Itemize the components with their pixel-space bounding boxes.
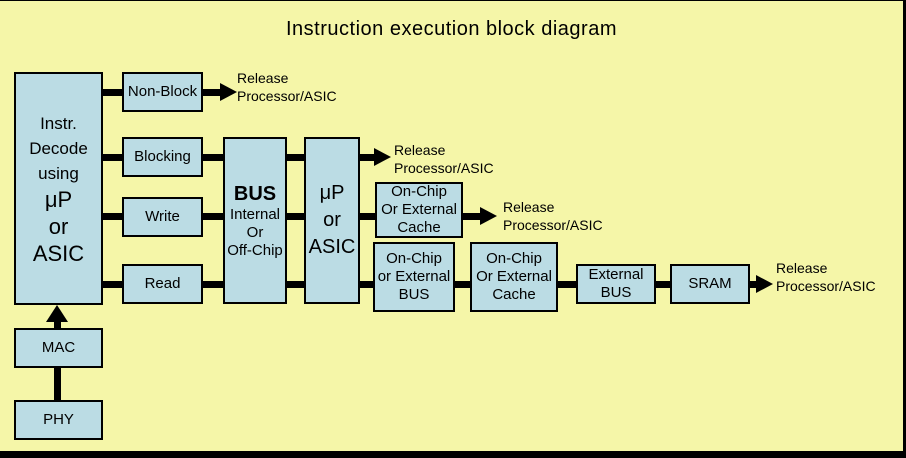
diagram-title: Instruction execution block diagram [286,18,617,40]
decode-box-line: ASIC [32,240,85,266]
connector-line [285,213,306,220]
connector-line [103,89,122,96]
cache-bottom-box: On-Chip Or External Cache [470,242,558,312]
decode-box-line: μP [44,186,73,212]
bus-box-title: BUS [233,182,277,205]
connector-line [203,89,223,96]
decode-box-line: using [38,163,79,183]
connector-line [203,154,225,161]
connector-line [285,154,306,161]
connector-line [654,281,672,288]
connector-line [203,213,225,220]
mac-box: MAC [14,328,103,368]
connector-line [203,281,225,288]
connector-line [103,154,122,161]
microprocessor-box: μP or ASIC [304,137,360,304]
release-label-1: Release Processor/ASIC [237,70,337,104]
connector-line [358,213,377,220]
blocking-box: Blocking [122,137,203,177]
connector-line [54,368,61,400]
bus-box: BUS Internal Or Off-Chip [223,137,287,304]
cache-top-box: On-Chip Or External Cache [375,182,463,238]
bus-box-subtitle: Internal Or Off-Chip [227,205,283,259]
sram-box: SRAM [670,264,750,304]
connector-line [453,281,472,288]
connector-line [54,319,61,328]
arrow-right-icon [374,148,391,166]
connector-line [556,281,578,288]
decode-box: Instr. Decode using μP or ASIC [14,72,103,305]
decode-box-line: Instr. [40,113,77,133]
phy-box: PHY [14,400,103,440]
connector-line [285,281,306,288]
write-box: Write [122,197,203,237]
connector-line [461,213,482,220]
connector-line [103,281,122,288]
onchip-bus-box: On-Chip or External BUS [373,242,455,312]
microprocessor-box-line: or [323,209,341,231]
connector-line [103,213,122,220]
external-bus-box: External BUS [576,264,656,304]
connector-line [358,154,376,161]
arrow-right-icon [220,83,237,101]
read-box: Read [122,264,203,304]
arrow-right-icon [756,275,773,293]
arrow-up-icon [46,305,68,322]
microprocessor-box-line: μP [319,182,345,204]
decode-box-line: Decode [29,138,88,158]
non-block-box: Non-Block [122,72,203,112]
arrow-right-icon [480,207,497,225]
release-label-4: Release Processor/ASIC [776,260,876,294]
connector-line [748,281,758,288]
connector-line [358,281,375,288]
decode-box-line: or [48,213,69,239]
microprocessor-box-line: ASIC [308,236,356,258]
release-label-3: Release Processor/ASIC [503,199,603,233]
release-label-2: Release Processor/ASIC [394,142,494,176]
